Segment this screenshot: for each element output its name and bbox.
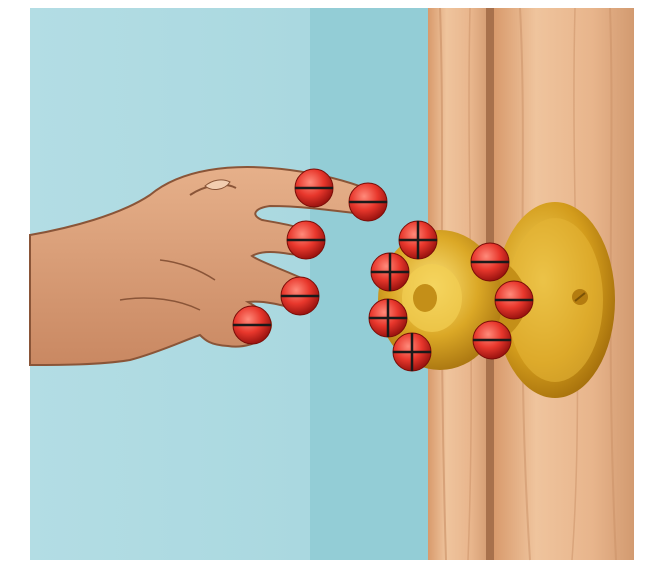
negative-charge-icon: [471, 243, 509, 281]
negative-charge-icon: [287, 221, 325, 259]
negative-charge-icon: [349, 183, 387, 221]
positive-charge-icon: [371, 253, 409, 291]
negative-charge-icon: [495, 281, 533, 319]
positive-charge-icon: [399, 221, 437, 259]
negative-charge-icon: [473, 321, 511, 359]
negative-charge-icon: [281, 277, 319, 315]
negative-charge-icon: [295, 169, 333, 207]
negative-charge-icon: [233, 306, 271, 344]
positive-charge-icon: [369, 299, 407, 337]
positive-charge-icon: [393, 333, 431, 371]
